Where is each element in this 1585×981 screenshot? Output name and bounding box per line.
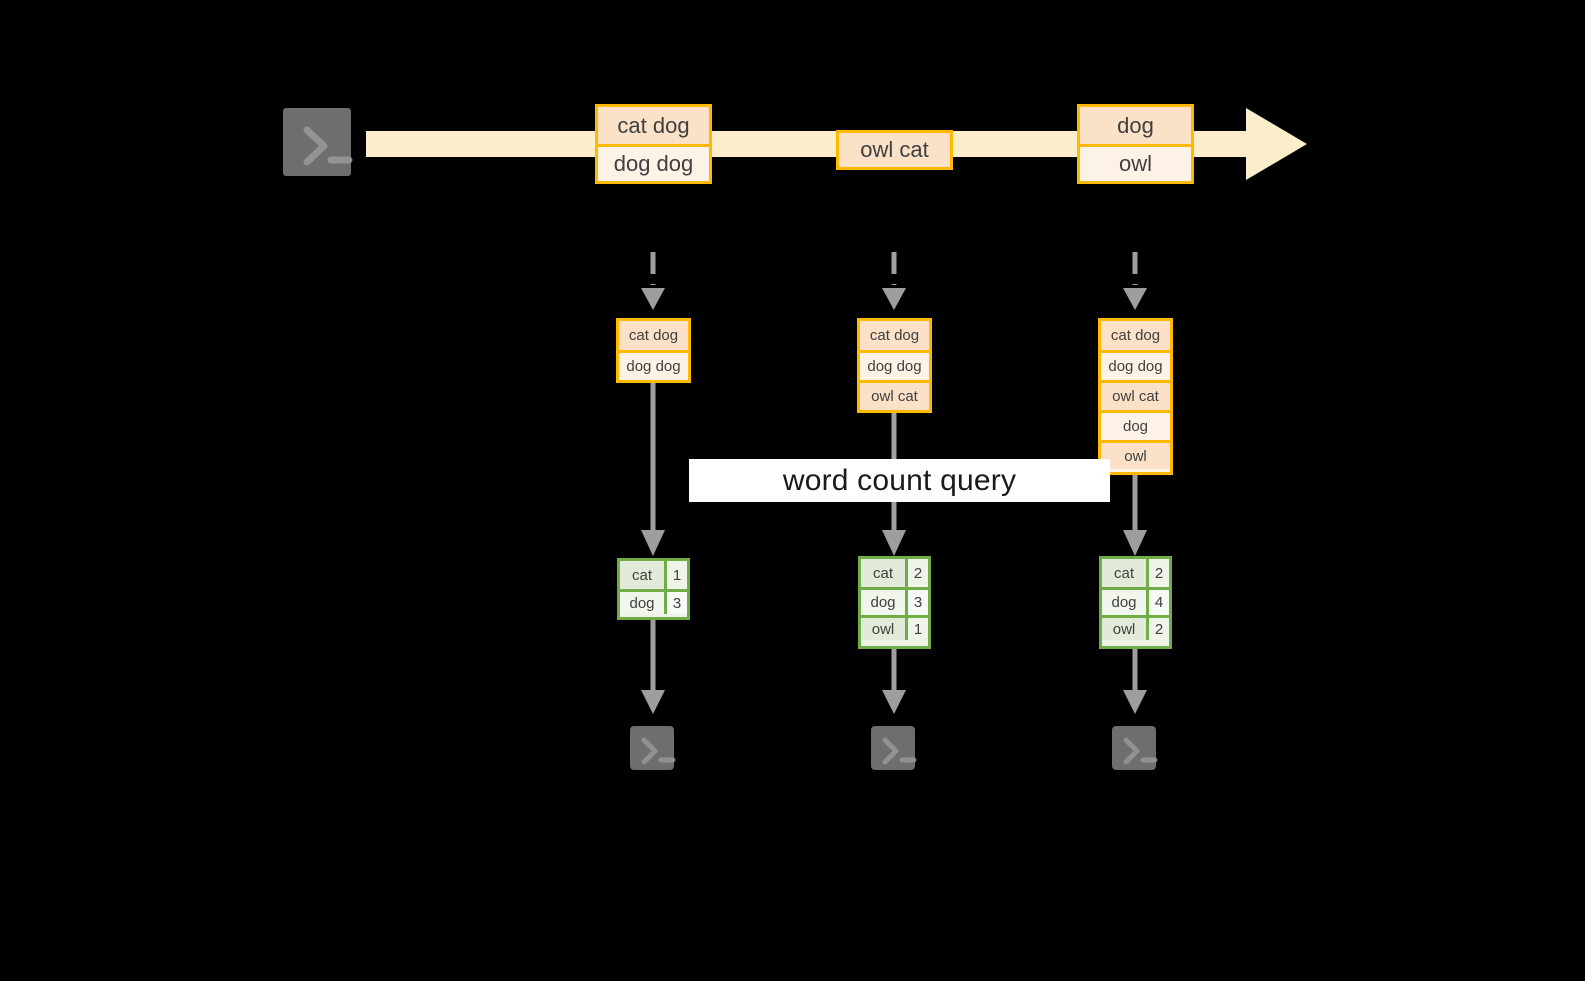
result-3-value-1: 2 [1146, 559, 1169, 587]
stream-to-snapshot-connector-3 [1119, 252, 1151, 320]
result-3-key-3: owl [1102, 618, 1146, 640]
result-1-key-1: cat [620, 561, 664, 589]
result-1-value-2: 3 [664, 592, 687, 614]
snapshot-2-line-3: owl cat [860, 380, 929, 410]
table-row: owl 1 [861, 615, 928, 640]
result-3-value-3: 2 [1146, 618, 1169, 640]
table-row: cat 1 [620, 561, 687, 589]
table-row: owl 2 [1102, 615, 1169, 640]
result-to-consumer-connector-1 [637, 618, 669, 718]
stream-message-1-line-2: dog dog [598, 144, 709, 181]
producer-terminal-icon [274, 99, 360, 185]
stream-message-2-line-1: owl cat [839, 133, 950, 167]
table-row: dog 3 [861, 587, 928, 615]
snapshot-3-line-4: dog [1101, 410, 1170, 440]
result-to-consumer-connector-3 [1119, 648, 1151, 718]
stream-message-1-line-1: cat dog [598, 107, 709, 144]
table-row: dog 4 [1102, 587, 1169, 615]
snapshot-to-result-connector-3 [1119, 472, 1151, 560]
result-table-2[interactable]: cat 2 dog 3 owl 1 [858, 556, 931, 649]
result-1-key-2: dog [620, 592, 664, 614]
result-table-3[interactable]: cat 2 dog 4 owl 2 [1099, 556, 1172, 649]
snapshot-1-line-1: cat dog [619, 321, 688, 350]
stream-message-3-line-1: dog [1080, 107, 1191, 144]
snapshot-2-line-2: dog dog [860, 350, 929, 380]
prompt-glyph-icon [641, 737, 676, 765]
table-row: cat 2 [861, 559, 928, 587]
snapshot-1[interactable]: cat dog dog dog [616, 318, 691, 383]
result-3-key-2: dog [1102, 590, 1146, 615]
stream-message-3[interactable]: dog owl [1077, 104, 1194, 184]
prompt-glyph-icon [1123, 737, 1158, 765]
snapshot-3-line-2: dog dog [1101, 350, 1170, 380]
consumer-terminal-icon-2 [865, 720, 921, 776]
result-1-value-1: 1 [664, 561, 687, 589]
snapshot-3-line-5: owl [1101, 440, 1170, 469]
result-3-value-2: 4 [1146, 590, 1169, 615]
stream-message-3-line-2: owl [1080, 144, 1191, 181]
prompt-glyph-icon [882, 737, 917, 765]
stream-message-2[interactable]: owl cat [836, 130, 953, 170]
consumer-terminal-icon-1 [624, 720, 680, 776]
result-2-key-1: cat [861, 559, 905, 587]
snapshot-to-result-connector-1 [637, 380, 669, 560]
result-2-key-2: dog [861, 590, 905, 615]
prompt-glyph-icon [303, 126, 353, 166]
snapshot-1-line-2: dog dog [619, 350, 688, 380]
snapshot-3[interactable]: cat dog dog dog owl cat dog owl [1098, 318, 1173, 475]
word-count-query-text: word count query [782, 463, 1017, 497]
stream-to-snapshot-connector-1 [637, 252, 669, 320]
result-2-key-3: owl [861, 618, 905, 640]
result-2-value-1: 2 [905, 559, 928, 587]
consumer-terminal-icon-3 [1106, 720, 1162, 776]
snapshot-2[interactable]: cat dog dog dog owl cat [857, 318, 932, 413]
snapshot-2-line-1: cat dog [860, 321, 929, 350]
table-row: cat 2 [1102, 559, 1169, 587]
result-table-1[interactable]: cat 1 dog 3 [617, 558, 690, 620]
snapshot-3-line-3: owl cat [1101, 380, 1170, 410]
result-3-key-1: cat [1102, 559, 1146, 587]
table-row: dog 3 [620, 589, 687, 614]
result-2-value-2: 3 [905, 590, 928, 615]
stream-to-snapshot-connector-2 [878, 252, 910, 320]
stream-message-1[interactable]: cat dog dog dog [595, 104, 712, 184]
word-count-query-label: word count query [689, 459, 1110, 502]
result-to-consumer-connector-2 [878, 648, 910, 718]
result-2-value-3: 1 [905, 618, 928, 640]
snapshot-3-line-1: cat dog [1101, 321, 1170, 350]
